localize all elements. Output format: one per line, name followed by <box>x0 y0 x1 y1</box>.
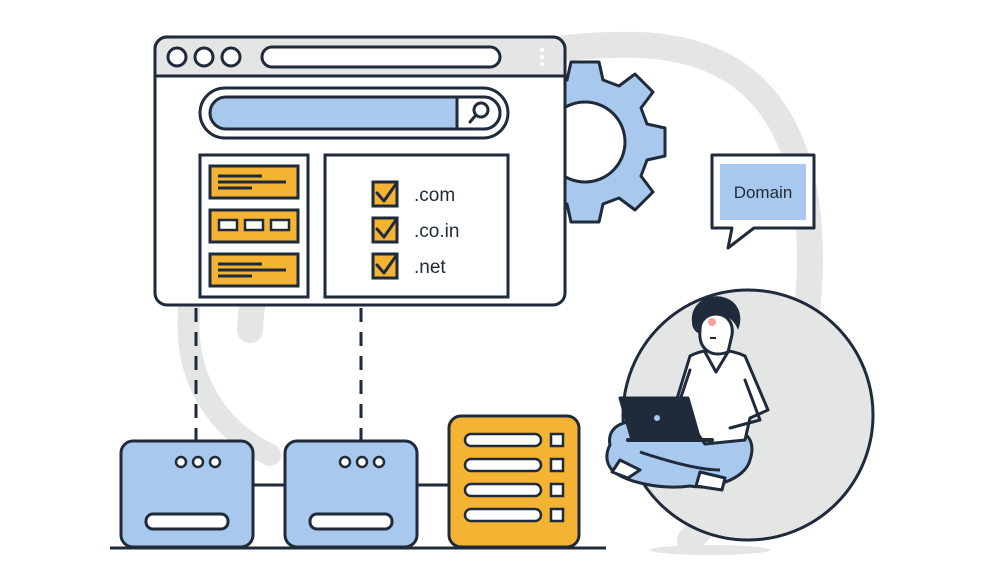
checklist-item-net[interactable]: .net <box>371 252 446 280</box>
menu-card-1[interactable] <box>208 164 300 200</box>
menu-card-3[interactable] <box>208 252 300 288</box>
checklist-item-coin[interactable]: .co.in <box>371 216 459 244</box>
laptop-icon <box>618 396 714 442</box>
person-with-laptop <box>605 296 770 492</box>
server-box-1[interactable] <box>119 439 290 549</box>
address-bar[interactable] <box>260 45 502 69</box>
checklist-item-com[interactable]: .com <box>371 180 455 208</box>
server-box-2[interactable] <box>283 439 450 549</box>
window-dot-3[interactable] <box>220 46 242 68</box>
server-rack[interactable] <box>447 414 581 549</box>
browser-window: .com .co.in .net <box>153 35 567 307</box>
bubble-label: Domain <box>734 183 793 202</box>
menu-card-2[interactable] <box>208 208 300 244</box>
checklist-label: .com <box>414 185 455 206</box>
domain-checklist-panel <box>323 153 510 299</box>
domain-speech-bubble: Domain <box>710 153 816 250</box>
background-arc-lower <box>177 289 281 466</box>
window-dot-2[interactable] <box>193 46 215 68</box>
checklist-label: .net <box>414 257 446 278</box>
window-dot-1[interactable] <box>166 46 188 68</box>
checklist-label: .co.in <box>414 221 459 242</box>
magnifier-icon[interactable] <box>455 95 502 131</box>
